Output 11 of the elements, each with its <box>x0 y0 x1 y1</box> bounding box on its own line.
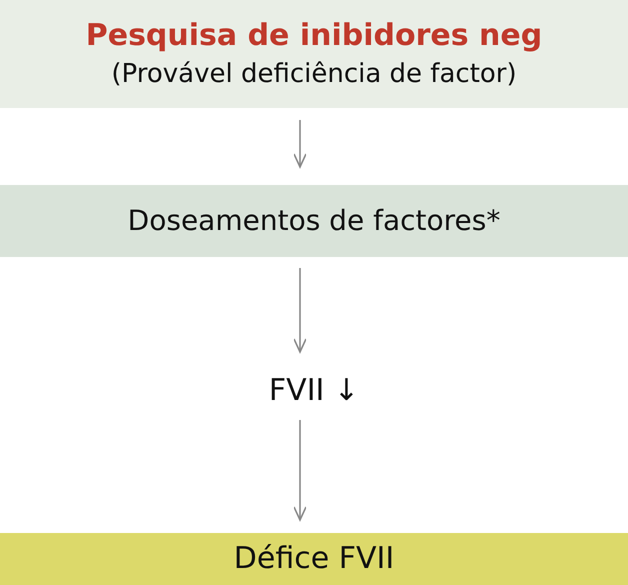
result-text: FVII ↓ <box>268 372 360 410</box>
process-band <box>0 0 628 108</box>
step-label: (Provável deficiência de factor) <box>111 58 517 91</box>
step-label: Doseamentos de factores* <box>128 203 500 240</box>
step-label: Défice FVII <box>234 540 394 578</box>
process-band <box>0 533 628 585</box>
arrow <box>293 120 307 168</box>
arrow <box>293 268 307 353</box>
arrow <box>293 420 307 521</box>
process-band <box>0 185 628 257</box>
heading: Pesquisa de inibidores neg <box>86 17 542 56</box>
